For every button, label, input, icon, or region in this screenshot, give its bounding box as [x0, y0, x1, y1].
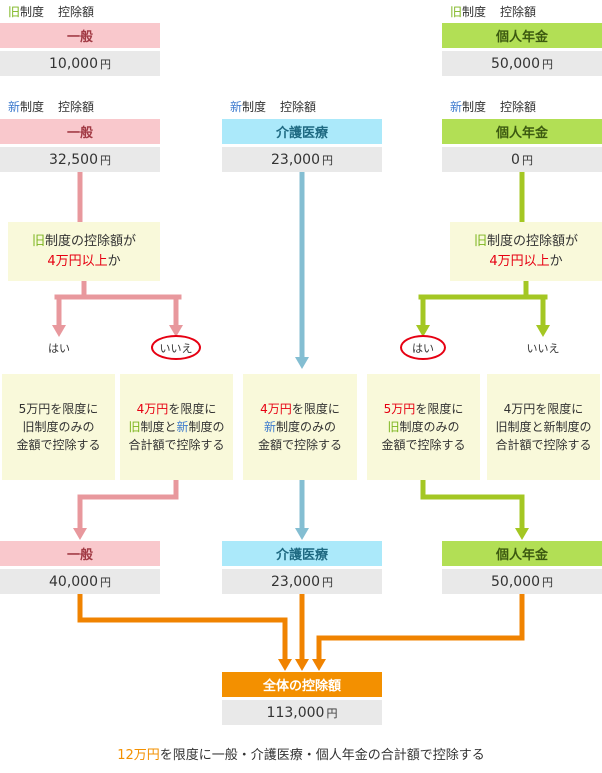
new-pension-system-label: 新制度控除額 — [450, 100, 537, 114]
old-pension-system-label: 旧制度控除額 — [450, 5, 537, 19]
total-category: 全体の控除額 — [222, 672, 382, 697]
result-care-category: 介護医療 — [222, 541, 382, 566]
footnote: 12万円を限度に一般・介護医療・個人年金の合計額で控除する — [117, 748, 485, 763]
process-general-no: 4万円を限度に 旧制度と新制度の 合計額で控除する — [120, 374, 233, 480]
process-care: 4万円を限度に 新制度のみの 金額で控除する — [243, 374, 357, 480]
decision-box-pension: 旧制度の控除額が 4万円以上か — [450, 222, 602, 281]
branch-yes-pension: はい — [400, 335, 446, 360]
process-pension-yes: 5万円を限度に 旧制度のみの 金額で控除する — [367, 374, 480, 480]
new-care-category: 介護医療 — [222, 119, 382, 144]
branch-no-general: いいえ — [151, 335, 201, 360]
new-general-category: 一般 — [0, 119, 160, 144]
decision-box-general: 旧制度の控除額が 4万円以上か — [8, 222, 160, 281]
result-general-category: 一般 — [0, 541, 160, 566]
result-pension-category: 個人年金 — [442, 541, 602, 566]
process-pension-no: 4万円を限度に 旧制度と新制度の 合計額で控除する — [487, 374, 600, 480]
old-general-category: 一般 — [0, 23, 160, 48]
old-pension-category: 個人年金 — [442, 23, 602, 48]
new-care-system-label: 新制度控除額 — [230, 100, 317, 114]
process-general-yes: 5万円を限度に 旧制度のみの 金額で控除する — [2, 374, 115, 480]
branch-yes-general: はい — [48, 342, 70, 355]
old-general-system-label: 旧制度控除額 — [8, 5, 95, 19]
new-general-system-label: 新制度控除額 — [8, 100, 95, 114]
new-pension-category: 個人年金 — [442, 119, 602, 144]
branch-no-pension: いいえ — [526, 342, 560, 355]
